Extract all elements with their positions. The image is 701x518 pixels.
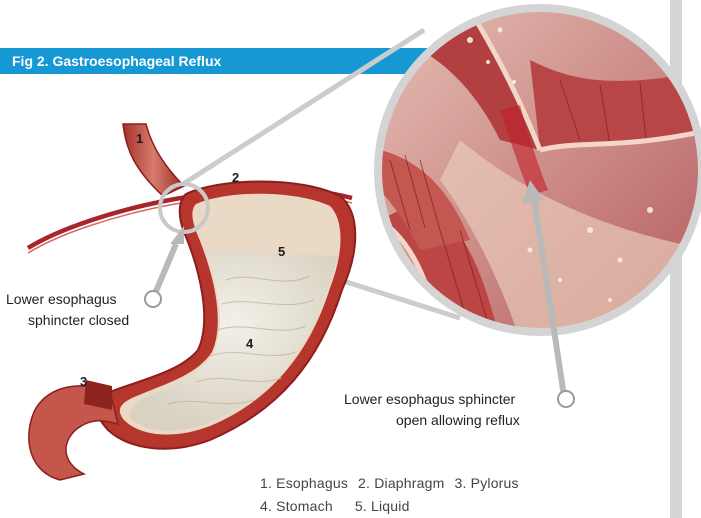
legend-item-stomach: 4. Stomach: [260, 498, 333, 514]
open-callout-dot: [558, 391, 574, 407]
marker-diaphragm: 2: [232, 170, 239, 185]
marker-stomach: 4: [246, 336, 253, 351]
closed-callout-dot: [145, 291, 161, 307]
closed-leader-line: [154, 244, 176, 296]
legend-item-esophagus: 1. Esophagus: [260, 475, 348, 491]
callout-closed-line1: Lower esophagus: [6, 291, 117, 307]
marker-liquid: 5: [278, 244, 285, 259]
callout-open-line1: Lower esophagus sphincter: [344, 391, 515, 407]
legend-item-diaphragm: 2. Diaphragm: [358, 475, 444, 491]
callout-closed-line2: sphincter closed: [28, 312, 129, 328]
callout-open-line2: open allowing reflux: [396, 412, 520, 428]
legend-item-pylorus: 3. Pylorus: [454, 475, 518, 491]
legend-item-liquid: 5. Liquid: [355, 498, 410, 514]
marker-pylorus: 3: [80, 374, 87, 389]
legend-row-1: 1. Esophagus 2. Diaphragm 3. Pylorus: [260, 475, 529, 491]
legend-row-2: 4. Stomach 5. Liquid: [260, 498, 420, 514]
marker-esophagus: 1: [136, 131, 143, 146]
